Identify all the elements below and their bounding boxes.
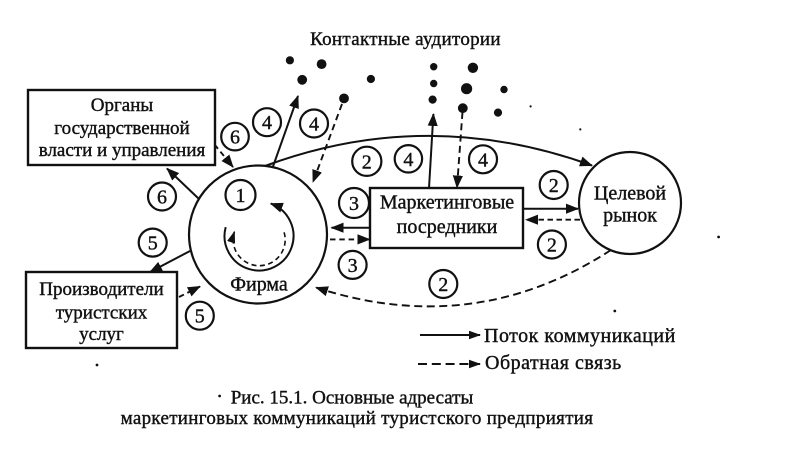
svg-text:1: 1 <box>236 185 246 207</box>
svg-text:5: 5 <box>148 233 158 255</box>
svg-text:Органы: Органы <box>91 95 154 116</box>
svg-text:2: 2 <box>547 235 557 257</box>
svg-text:2: 2 <box>438 274 448 296</box>
svg-text:2: 2 <box>362 151 372 173</box>
svg-text:маркетинговых коммуникаций тур: маркетинговых коммуникаций туристского п… <box>121 408 594 429</box>
svg-text:власти и управления: власти и управления <box>39 140 206 161</box>
svg-text:4: 4 <box>309 114 319 136</box>
svg-text:6: 6 <box>230 127 240 149</box>
svg-text:посредники: посредники <box>397 216 498 238</box>
svg-text:Производители: Производители <box>39 279 163 300</box>
svg-text:Поток коммуникаций: Поток коммуникаций <box>484 325 676 347</box>
svg-text:4: 4 <box>478 149 488 171</box>
svg-text:рынок: рынок <box>603 205 657 227</box>
svg-text:4: 4 <box>403 149 413 171</box>
svg-text:Контактные аудитории: Контактные аудитории <box>310 29 501 50</box>
svg-text:Обратная связь: Обратная связь <box>485 352 622 374</box>
svg-text:услуг: услуг <box>79 324 124 345</box>
svg-text:4: 4 <box>262 112 272 134</box>
svg-text:5: 5 <box>195 306 205 328</box>
svg-text:3: 3 <box>349 193 359 215</box>
svg-text:туристских: туристских <box>56 303 148 324</box>
svg-text:6: 6 <box>157 187 167 209</box>
svg-text:3: 3 <box>348 255 358 277</box>
svg-text:Фирма: Фирма <box>230 274 288 296</box>
svg-text:Целевой: Целевой <box>594 183 666 205</box>
svg-text:государственной: государственной <box>54 118 189 139</box>
svg-text:Маркетинговые: Маркетинговые <box>380 192 514 214</box>
svg-text:2: 2 <box>549 175 559 197</box>
svg-text:Рис. 15.1. Основные адресаты: Рис. 15.1. Основные адресаты <box>231 388 474 409</box>
